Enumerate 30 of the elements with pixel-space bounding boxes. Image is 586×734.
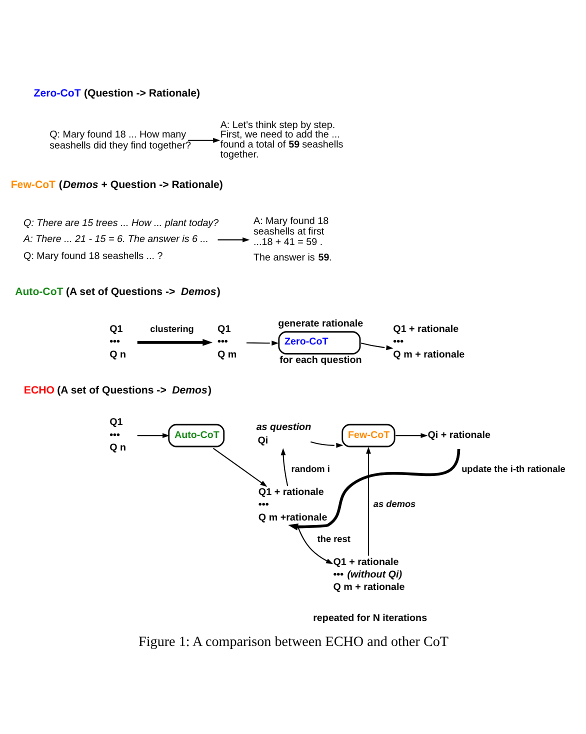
- node-text: Q1 ••• Q n: [110, 416, 126, 454]
- label: ECHO: [24, 384, 54, 396]
- edge-label: the rest: [317, 534, 350, 544]
- node-text: Q: There are 15 trees ... How ... plant today? A: There ... 21 - 15 = 6. The answer is 6 ... Q: Mary found 18 seashells ... ?: [24, 217, 219, 262]
- node-text: Q: Mary found 18 ... How many seashells did they find together?: [50, 129, 192, 151]
- label: (Demos + Question -> Rationale): [58, 178, 223, 190]
- node-text: Q1 ••• Q m: [218, 324, 237, 360]
- node-text: A: Let's think step by step. First, we need to add the ... found a total of 59 seashells together.: [220, 119, 344, 160]
- label: repeated for N iterations: [313, 612, 428, 624]
- edge-label: clustering: [150, 324, 194, 334]
- edge-label: as demos: [373, 498, 416, 509]
- node-text: Q1 + rationale ••• Q m +rationale: [258, 486, 328, 523]
- label: Auto-CoT: [15, 286, 64, 298]
- node-label: for each question: [280, 354, 362, 366]
- node-text: Q1 ••• Q n: [110, 324, 126, 360]
- caption: Figure 1: A comparison between ECHO and other CoT: [138, 634, 449, 650]
- node-text: Q1 + rationale ••• (without Qi) Q m + rationale: [333, 556, 405, 593]
- node-text: Q1 + rationale ••• Q m + rationale: [393, 324, 465, 360]
- label: Zero-CoT: [34, 86, 81, 99]
- edge-label: update the i-th rationale: [462, 464, 566, 474]
- node-text: Qi + rationale: [428, 429, 490, 440]
- edge-label: random i: [291, 464, 330, 474]
- label: (A set of Questions -> Demos): [66, 286, 220, 298]
- node-label: as question: [256, 422, 312, 433]
- node-label: generate rationale: [278, 318, 364, 329]
- node-text: A: Mary found 18 seashells at first ...18 + 41 = 59 . The answer is 59.: [254, 215, 332, 263]
- node-text: Qi: [258, 434, 268, 446]
- label: Few-CoT: [10, 178, 56, 190]
- label: (Question -> Rationale): [84, 86, 200, 99]
- label: (A set of Questions -> Demos): [57, 384, 212, 396]
